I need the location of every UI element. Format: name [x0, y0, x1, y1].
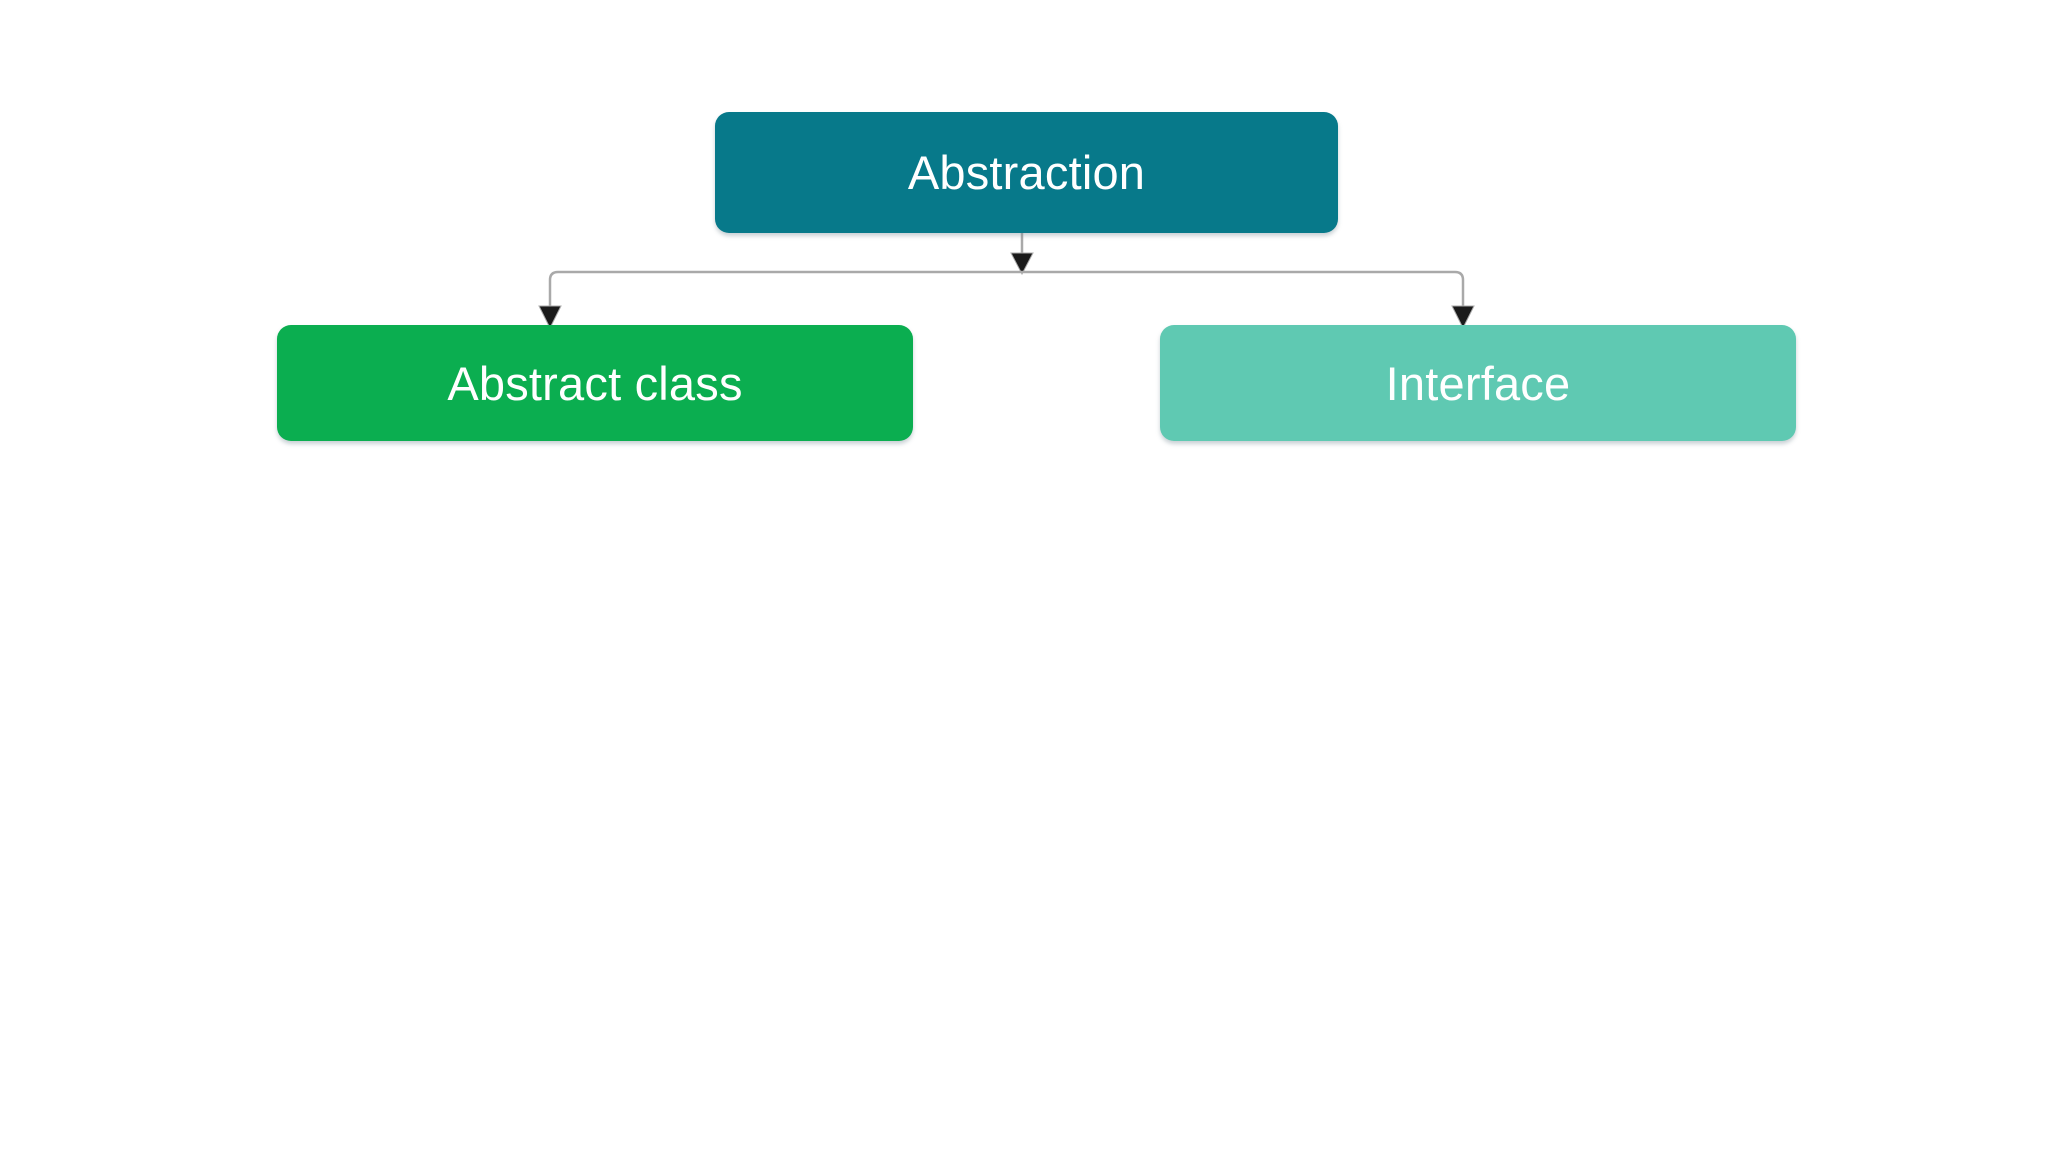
- connector-bus: [548, 270, 1465, 316]
- node-interface-label: Interface: [1385, 356, 1571, 410]
- node-abstraction-label: Abstraction: [907, 146, 1146, 199]
- node-abstract-class-label: Abstract class: [447, 356, 743, 410]
- arrowhead-junction-icon: [1010, 252, 1034, 276]
- node-interface[interactable]: Interface: [1160, 325, 1796, 441]
- node-abstract-class[interactable]: Abstract class: [277, 325, 913, 441]
- node-abstraction[interactable]: Abstraction: [715, 112, 1338, 233]
